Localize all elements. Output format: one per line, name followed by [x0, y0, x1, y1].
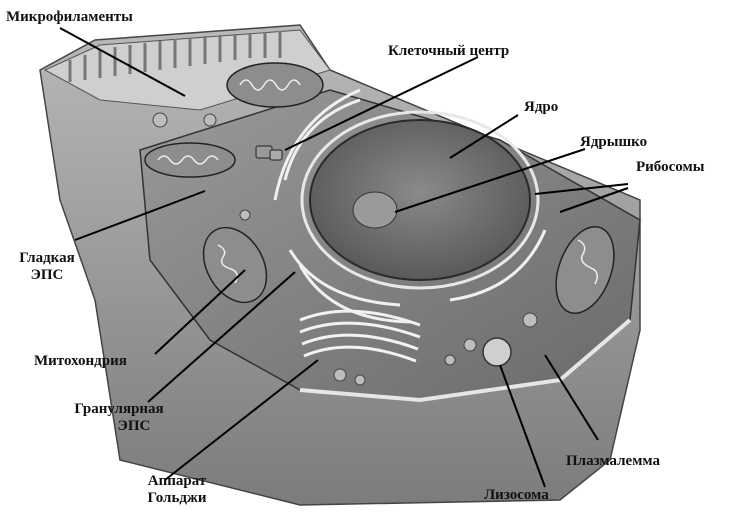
label-rough-er-line1: Гранулярная [64, 401, 174, 418]
label-smooth-er: Гладкая ЭПС [10, 250, 84, 284]
label-nucleus: Ядро [524, 99, 558, 116]
label-smooth-er-line2: ЭПС [10, 267, 84, 284]
label-plasmalemma: Плазмалемма [566, 453, 660, 470]
label-golgi-line1: Аппарат [132, 473, 222, 490]
label-ribosomes: Рибосомы [636, 159, 704, 176]
lysosome-shape [483, 338, 511, 366]
nucleolus-shape [353, 192, 397, 228]
label-golgi-line2: Гольджи [132, 490, 222, 507]
label-nucleolus: Ядрышко [580, 134, 647, 151]
label-lysosome: Лизосома [484, 487, 549, 504]
nucleus-shape [310, 120, 530, 280]
label-golgi: Аппарат Гольджи [132, 473, 222, 507]
label-microfilaments: Микрофиламенты [6, 9, 133, 26]
label-centrosome: Клеточный центр [388, 43, 509, 60]
label-smooth-er-line1: Гладкая [10, 250, 84, 267]
label-mitochondrion: Митохондрия [34, 353, 127, 370]
label-rough-er: Гранулярная ЭПС [64, 401, 174, 435]
label-rough-er-line2: ЭПС [94, 418, 174, 435]
